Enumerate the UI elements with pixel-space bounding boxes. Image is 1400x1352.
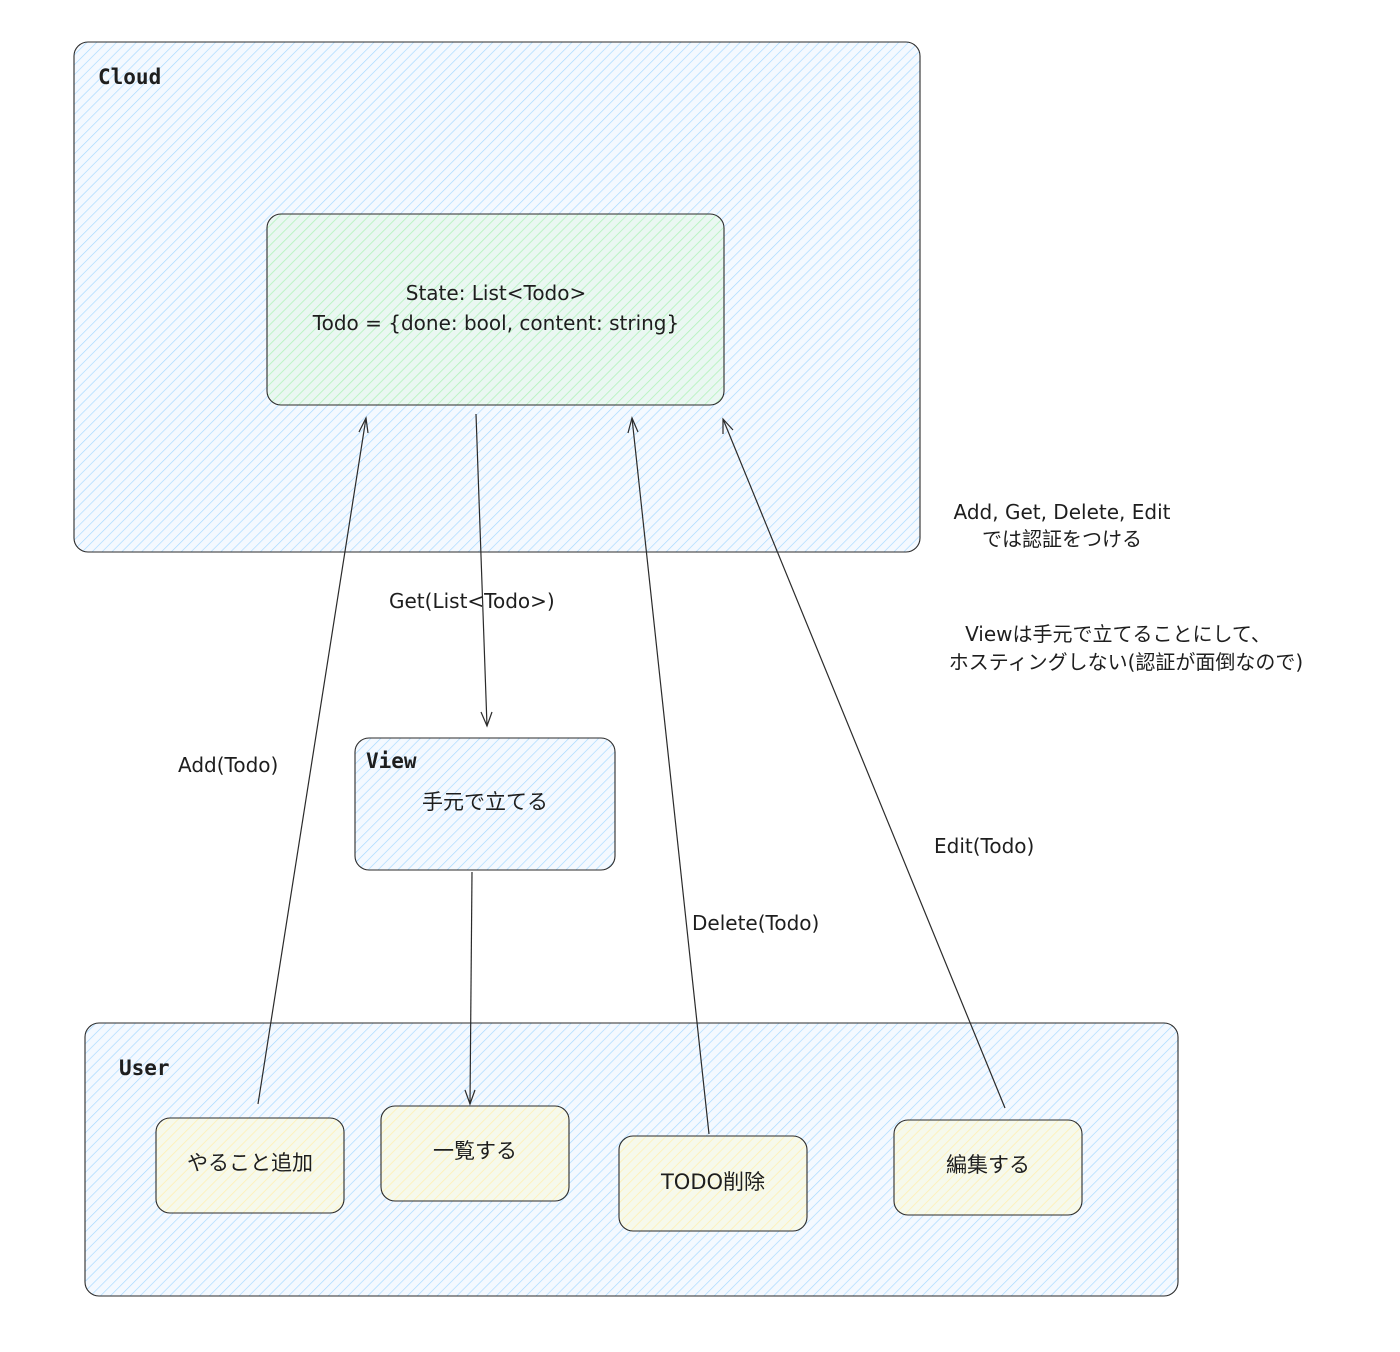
arrow-view-to-list: [464, 871, 476, 1106]
note-auth-line1: Add, Get, Delete, Edit: [954, 500, 1171, 524]
note-hosting-line2: ホスティングしない(認証が面倒なので): [949, 650, 1303, 674]
state-box: [266, 213, 725, 406]
action-delete-label: TODO削除: [660, 1170, 765, 1194]
view-body: 手元で立てる: [422, 790, 548, 814]
cloud-title: Cloud: [98, 65, 161, 89]
arrow-add: [257, 415, 369, 1105]
action-list-label: 一覧する: [433, 1139, 517, 1163]
action-delete-box: [618, 1135, 808, 1232]
edge-label-add: Add(Todo): [178, 753, 278, 777]
action-list-box: [380, 1105, 570, 1202]
action-edit-label: 編集する: [946, 1153, 1030, 1177]
edge-label-edit: Edit(Todo): [934, 834, 1034, 858]
arrow-delete: [627, 416, 710, 1135]
note-auth-line2: では認証をつける: [982, 527, 1142, 551]
user-title: User: [119, 1056, 170, 1080]
state-text-line2: Todo = {done: bool, content: string}: [312, 311, 679, 335]
note-hosting-line1: Viewは手元で立てることにして、: [965, 622, 1271, 646]
view-box: [354, 737, 616, 871]
action-add-label: やること追加: [187, 1151, 313, 1175]
view-title: View: [366, 749, 417, 773]
edge-label-delete: Delete(Todo): [692, 911, 819, 935]
arrow-get: [475, 413, 493, 728]
edge-label-get: Get(List<Todo>): [389, 589, 555, 613]
arrow-edit: [722, 417, 1006, 1109]
action-edit-box: [893, 1119, 1083, 1216]
state-text-line1: State: List<Todo>: [406, 281, 587, 305]
action-add-box: [155, 1117, 345, 1214]
